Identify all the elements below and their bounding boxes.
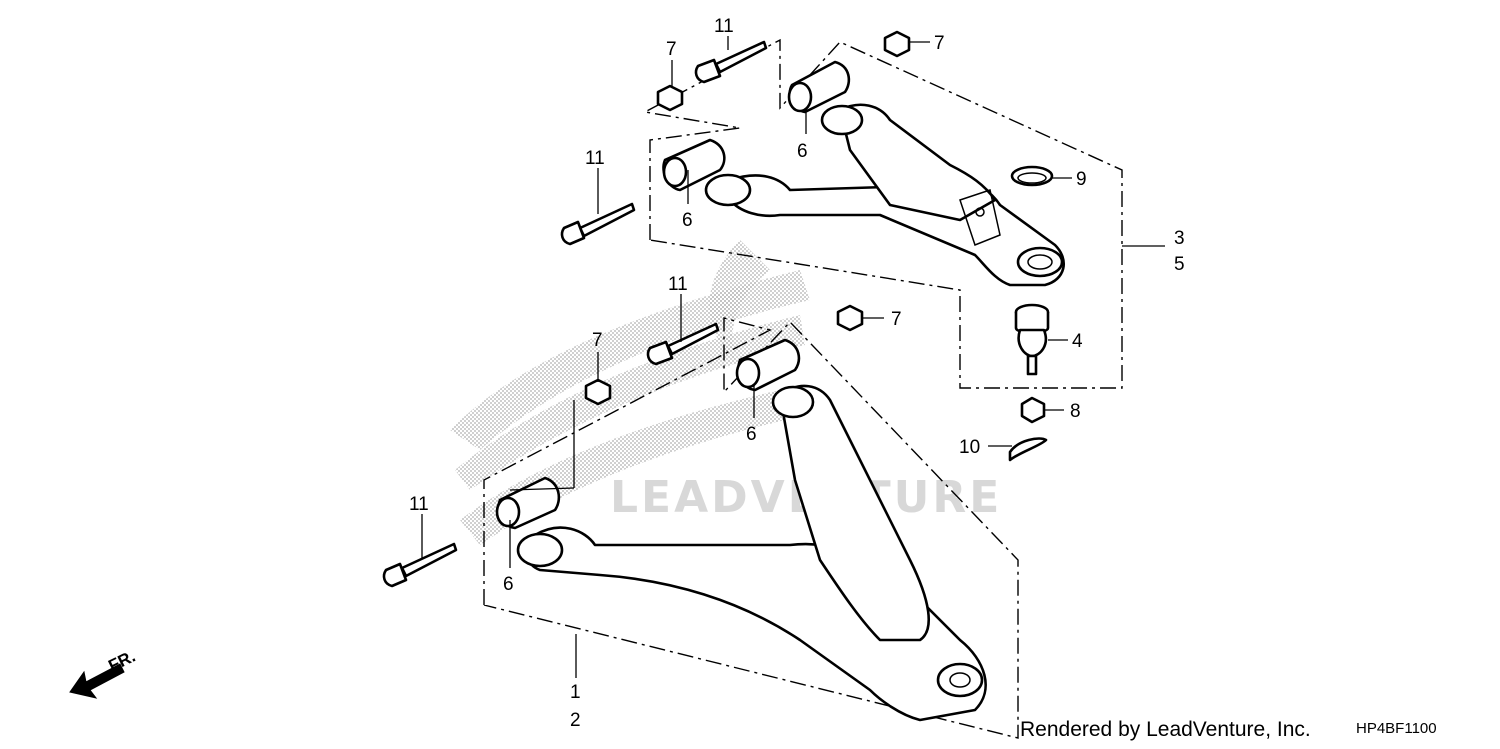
cotter-pin <box>1008 437 1048 462</box>
callout-6: 6 <box>682 210 693 231</box>
callout-7: 7 <box>891 309 902 330</box>
callout-10: 10 <box>959 437 980 458</box>
callout-11: 11 <box>409 494 429 515</box>
callout-8: 8 <box>1070 401 1081 422</box>
upper-a-arm <box>704 103 1065 287</box>
diagram-code: HP4BF1100 <box>1356 720 1437 737</box>
bushing-upper-right <box>787 60 851 114</box>
castle-nut <box>1020 396 1046 424</box>
leader-lines <box>421 36 1165 678</box>
lower-arm-group-outline <box>483 317 1019 739</box>
callout-6: 6 <box>797 141 808 162</box>
callout-2: 2 <box>570 710 581 731</box>
callout-7: 7 <box>592 330 603 351</box>
callout-6: 6 <box>503 574 514 595</box>
circlip <box>1010 165 1054 187</box>
bushing-lower-right <box>735 338 801 392</box>
bushing-upper-left <box>662 138 726 192</box>
bolt-lower-top <box>646 322 720 366</box>
nut-lower-top-right <box>836 304 864 332</box>
nut-upper-left <box>656 84 684 112</box>
callout-11: 11 <box>714 16 734 37</box>
callout-6: 6 <box>746 424 757 445</box>
render-credit: Rendered by LeadVenture, Inc. <box>1020 718 1311 741</box>
callout-3: 3 <box>1174 228 1185 249</box>
callout-7: 7 <box>666 39 677 60</box>
front-direction-arrow-icon: FR. <box>69 647 138 699</box>
lower-a-arm <box>516 384 987 722</box>
callout-11: 11 <box>585 148 605 169</box>
bolt-upper-top <box>694 40 768 84</box>
bolt-lower-left <box>382 542 458 588</box>
nut-upper-top-right <box>883 30 911 58</box>
callout-1: 1 <box>570 682 581 703</box>
callout-9: 9 <box>1076 169 1087 190</box>
callout-5: 5 <box>1174 254 1185 275</box>
bushing-lower-left <box>495 476 561 530</box>
nut-lower-left <box>584 378 612 406</box>
callout-4: 4 <box>1072 331 1083 352</box>
ball-joint <box>1014 303 1050 376</box>
callout-7: 7 <box>934 33 945 54</box>
callout-11: 11 <box>668 274 688 295</box>
bolt-upper-left <box>560 202 636 246</box>
